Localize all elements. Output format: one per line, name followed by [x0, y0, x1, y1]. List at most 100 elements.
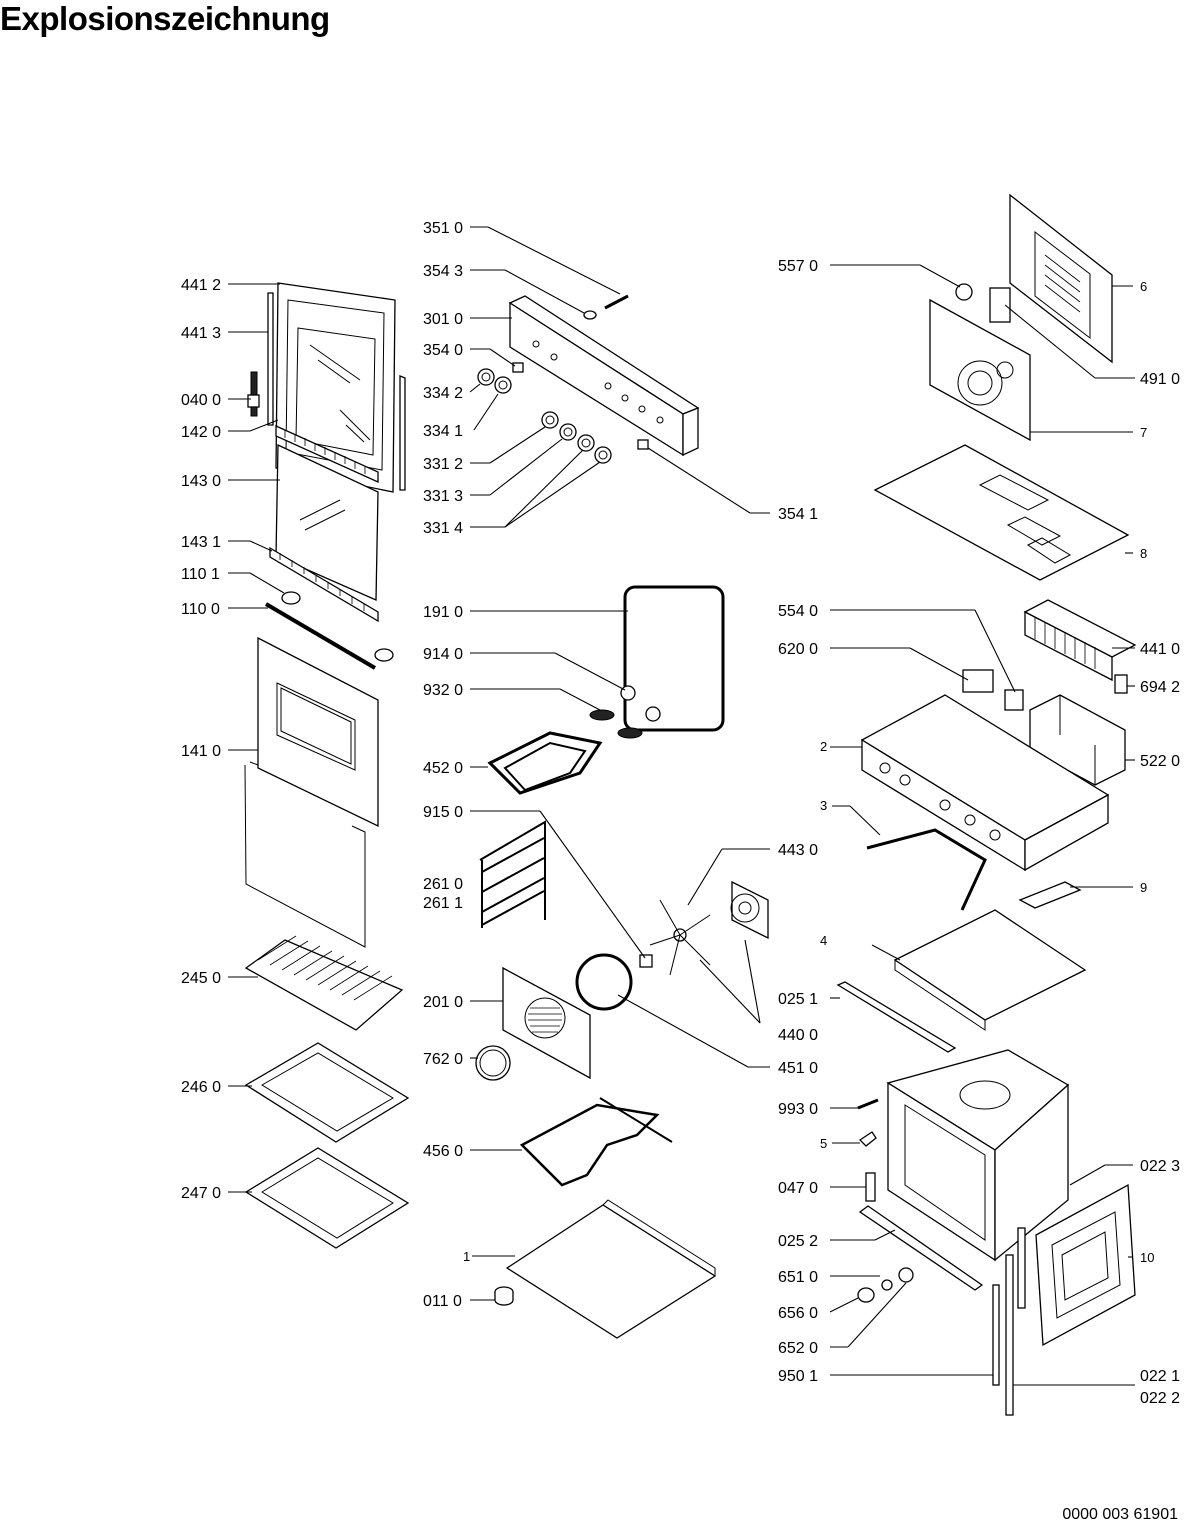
label-451-0: 451 0 — [778, 1060, 818, 1077]
label-932-0: 932 0 — [423, 682, 463, 699]
label-143-1: 143 1 — [181, 534, 221, 551]
outer-glass-part — [257, 636, 379, 828]
fan-cover-part — [502, 966, 591, 1080]
label-334-1: 334 1 — [423, 423, 463, 440]
label-011-0: 011 0 — [423, 1293, 462, 1310]
label-441-2: 441 2 — [181, 277, 221, 294]
bottom-heater-part — [519, 1097, 673, 1187]
label-656-0: 656 0 — [778, 1305, 818, 1322]
control-shaft-part — [583, 294, 629, 320]
foot-part — [494, 1286, 514, 1306]
top-plate-part — [873, 444, 1130, 581]
label-6: 6 — [1140, 279, 1147, 294]
baking-tray-part — [244, 1042, 410, 1143]
oven-cavity-part — [886, 1049, 1070, 1262]
label-201-0: 201 0 — [423, 994, 463, 1011]
screw-part — [857, 1098, 879, 1110]
label-8: 8 — [1140, 546, 1147, 561]
label-950-1: 950 1 — [778, 1368, 818, 1385]
label-441-3: 441 3 — [181, 325, 221, 342]
document-number: 0000 003 61901 — [1062, 1506, 1178, 1523]
label-334-2: 334 2 — [423, 385, 463, 402]
leader-lines — [228, 226, 1135, 1386]
label-331-2: 331 2 — [423, 456, 463, 473]
label-261-1: 261 1 — [423, 895, 463, 912]
label-456-0: 456 0 — [423, 1143, 463, 1160]
heating-element-part — [487, 685, 661, 795]
roasting-pan-part — [244, 1147, 410, 1249]
label-3: 3 — [820, 798, 827, 813]
label-652-0: 652 0 — [778, 1340, 818, 1357]
label-914-0: 914 0 — [423, 646, 463, 663]
shelf-rail-part — [479, 820, 546, 928]
label-245-0: 245 0 — [181, 970, 221, 987]
label-452-0: 452 0 — [423, 760, 463, 777]
side-rail-part — [836, 981, 957, 1053]
door-seal-part — [623, 585, 725, 732]
door-panel-part — [244, 761, 366, 948]
fan-motor-part — [730, 880, 769, 940]
label-441-0: 441 0 — [1140, 641, 1180, 658]
label-2: 2 — [820, 739, 827, 754]
door-hinge-part — [247, 371, 260, 417]
label-040-0: 040 0 — [181, 392, 221, 409]
side-panel-part — [1035, 1183, 1136, 1347]
label-620-0: 620 0 — [778, 641, 818, 658]
side-strip-part — [992, 1227, 1026, 1416]
label-331-3: 331 3 — [423, 488, 463, 505]
label-440-0: 440 0 — [778, 1027, 818, 1044]
switch-part — [962, 669, 1024, 711]
knob-parts — [477, 362, 649, 464]
fan-blade-part — [649, 899, 711, 976]
label-110-0: 110 0 — [181, 601, 220, 618]
rear-cover-part — [1009, 193, 1113, 364]
label-143-0: 143 0 — [181, 473, 221, 490]
label-10: 10 — [1140, 1250, 1154, 1265]
control-panel-part — [508, 295, 700, 457]
label-557-0: 557 0 — [778, 258, 818, 275]
lamp-holder-part — [1114, 674, 1128, 694]
part-number-labels: 441 2 441 3 040 0 142 0 143 0 143 1 110 … — [181, 220, 1180, 1407]
wire-shelf-part — [244, 935, 404, 1031]
ring-heater-part — [575, 953, 653, 1011]
thermostat-part — [955, 283, 1011, 323]
bracket-part — [866, 828, 987, 911]
label-354-0: 354 0 — [423, 342, 463, 359]
label-694-2: 694 2 — [1140, 679, 1180, 696]
label-651-0: 651 0 — [778, 1269, 818, 1286]
inner-glass-part — [275, 443, 379, 601]
lamp-part — [857, 1267, 914, 1303]
label-915-0: 915 0 — [423, 804, 463, 821]
label-025-2: 025 2 — [778, 1233, 818, 1250]
label-022-2: 022 2 — [1140, 1390, 1180, 1407]
tangential-fan-part — [1023, 599, 1137, 682]
label-022-1: 022 1 — [1140, 1368, 1180, 1385]
clip-part — [858, 1131, 877, 1202]
label-261-0: 261 0 — [423, 876, 463, 893]
label-9: 9 — [1140, 880, 1147, 895]
label-1: 1 — [463, 1249, 470, 1264]
label-047-0: 047 0 — [778, 1180, 818, 1197]
label-5: 5 — [820, 1136, 827, 1151]
door-vent-strip-part — [275, 424, 379, 484]
glass-support-strip-part — [269, 546, 379, 623]
label-301-0: 301 0 — [423, 311, 463, 328]
label-247-0: 247 0 — [181, 1185, 221, 1202]
lower-rail-part — [858, 1205, 984, 1291]
label-331-4: 331 4 — [423, 520, 463, 537]
label-246-0: 246 0 — [181, 1079, 221, 1096]
label-993-0: 993 0 — [778, 1101, 818, 1118]
label-025-1: 025 1 — [778, 991, 818, 1008]
label-354-1: 354 1 — [778, 506, 818, 523]
cover-strip-part — [1018, 881, 1082, 909]
label-522-0: 522 0 — [1140, 753, 1180, 770]
label-141-0: 141 0 — [181, 743, 221, 760]
label-351-0: 351 0 — [423, 220, 463, 237]
label-110-1: 110 1 — [181, 566, 220, 583]
top-cover-part — [893, 909, 1087, 1031]
control-housing-part — [860, 694, 1110, 872]
label-762-0: 762 0 — [423, 1051, 463, 1068]
door-rod-part — [264, 602, 377, 670]
bottom-plate-part — [505, 1199, 717, 1339]
